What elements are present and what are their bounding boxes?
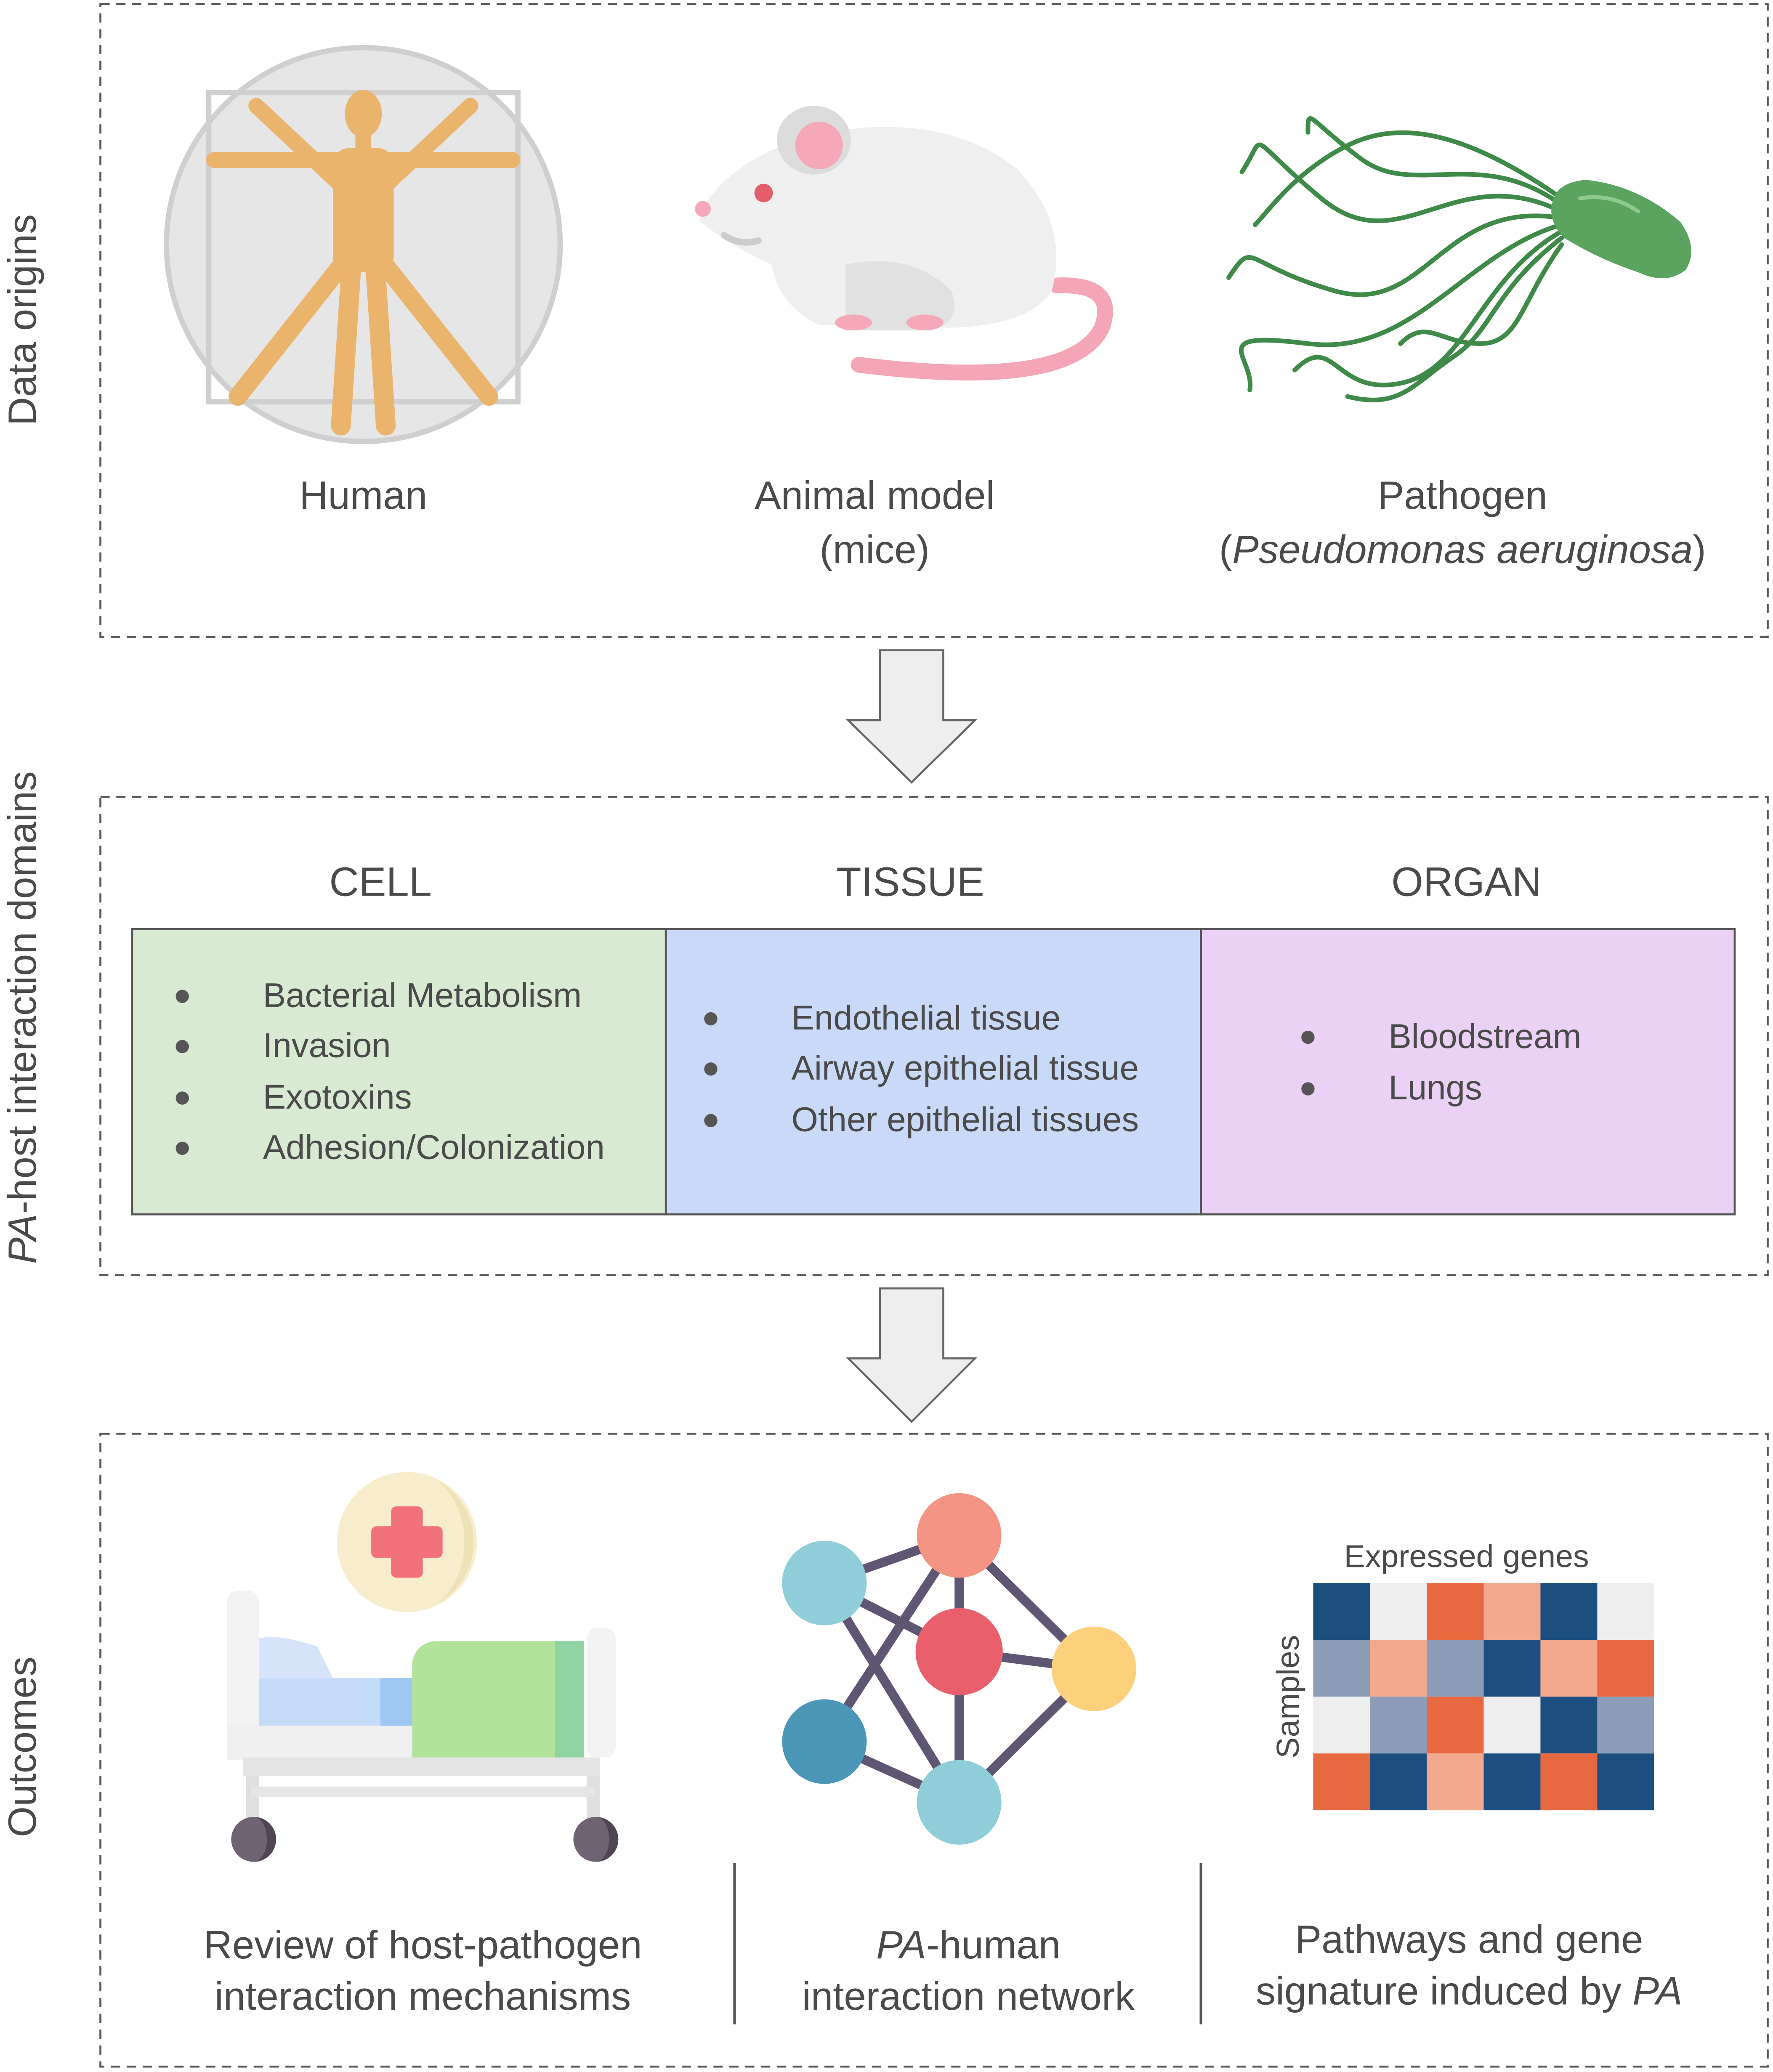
domain-title-cell: CELL bbox=[329, 859, 431, 905]
flow-arrow-1 bbox=[845, 649, 978, 784]
network-node bbox=[782, 1699, 867, 1784]
bullet bbox=[1301, 1030, 1315, 1044]
domain-title-organ: ORGAN bbox=[1391, 859, 1542, 905]
cell-item: Bacterial Metabolism bbox=[263, 976, 582, 1014]
outcome-label-network-line1: PA-human bbox=[876, 1923, 1061, 1967]
origin-label-human: Human bbox=[300, 473, 428, 517]
bullet bbox=[175, 1040, 189, 1053]
heatmap-side-label: Samples bbox=[1270, 1635, 1305, 1758]
organ-item: Bloodstream bbox=[1388, 1017, 1581, 1056]
side-label-outcomes: Outcomes bbox=[0, 1657, 44, 1837]
heatmap-top-label: Expressed genes bbox=[1344, 1539, 1589, 1574]
domain-title-tissue: TISSUE bbox=[836, 859, 984, 905]
network-node bbox=[915, 1608, 1003, 1696]
side-label-data-origins: Data origins bbox=[0, 214, 44, 426]
network-icon bbox=[782, 1493, 1136, 1845]
bullet bbox=[704, 1114, 718, 1128]
outcome-label-network-line2: interaction network bbox=[802, 1974, 1135, 2018]
domain-box-tissue bbox=[665, 928, 1202, 1216]
vitruvian-man-icon bbox=[164, 45, 563, 444]
origin-label-pathogen-line1: Pathogen bbox=[1378, 473, 1547, 517]
tissue-item: Other epithelial tissues bbox=[791, 1101, 1139, 1139]
domain-box-organ bbox=[1200, 928, 1736, 1216]
side-label-interaction-domains: PA-host interaction domains bbox=[0, 771, 44, 1264]
origin-label-pathogen-line2: (Pseudomonas aeruginosa) bbox=[1219, 527, 1706, 572]
bullet bbox=[175, 1141, 189, 1155]
tissue-item: Airway epithelial tissue bbox=[791, 1049, 1139, 1087]
bacterium-icon bbox=[1226, 116, 1691, 402]
mouse-icon bbox=[695, 106, 1113, 380]
origin-label-animal-line1: Animal model bbox=[755, 473, 995, 517]
network-node bbox=[1051, 1626, 1136, 1711]
outcome-label-review-line2: interaction mechanisms bbox=[215, 1974, 631, 2018]
network-node bbox=[917, 1760, 1002, 1845]
origins-panel bbox=[99, 3, 1769, 638]
bullet bbox=[704, 1012, 718, 1026]
outcomes-panel bbox=[99, 1433, 1769, 2068]
network-node bbox=[917, 1493, 1002, 1578]
domains-panel bbox=[99, 795, 1769, 1277]
bullet bbox=[1301, 1082, 1315, 1096]
outcome-label-signature-line1: Pathways and gene bbox=[1295, 1917, 1643, 1961]
outcome-label-review-line1: Review of host-pathogen bbox=[204, 1923, 642, 1967]
hospital-bed-icon bbox=[227, 1472, 619, 1862]
bullet bbox=[175, 1091, 189, 1105]
flow-arrow-2 bbox=[845, 1287, 978, 1423]
cell-item: Exotoxins bbox=[263, 1078, 412, 1116]
network-node bbox=[782, 1540, 867, 1625]
outcome-label-signature-line2: signature induced by PA bbox=[1256, 1969, 1683, 2013]
cell-item: Adhesion/Colonization bbox=[263, 1128, 605, 1166]
tissue-item: Endothelial tissue bbox=[791, 999, 1061, 1037]
organ-item: Lungs bbox=[1388, 1069, 1482, 1107]
cell-item: Invasion bbox=[263, 1027, 391, 1065]
domain-box-cell bbox=[131, 928, 667, 1216]
origin-label-animal-line2: (mice) bbox=[819, 527, 930, 572]
heatmap-icon bbox=[1313, 1583, 1654, 1811]
bullet bbox=[175, 989, 189, 1003]
bullet bbox=[704, 1062, 718, 1076]
